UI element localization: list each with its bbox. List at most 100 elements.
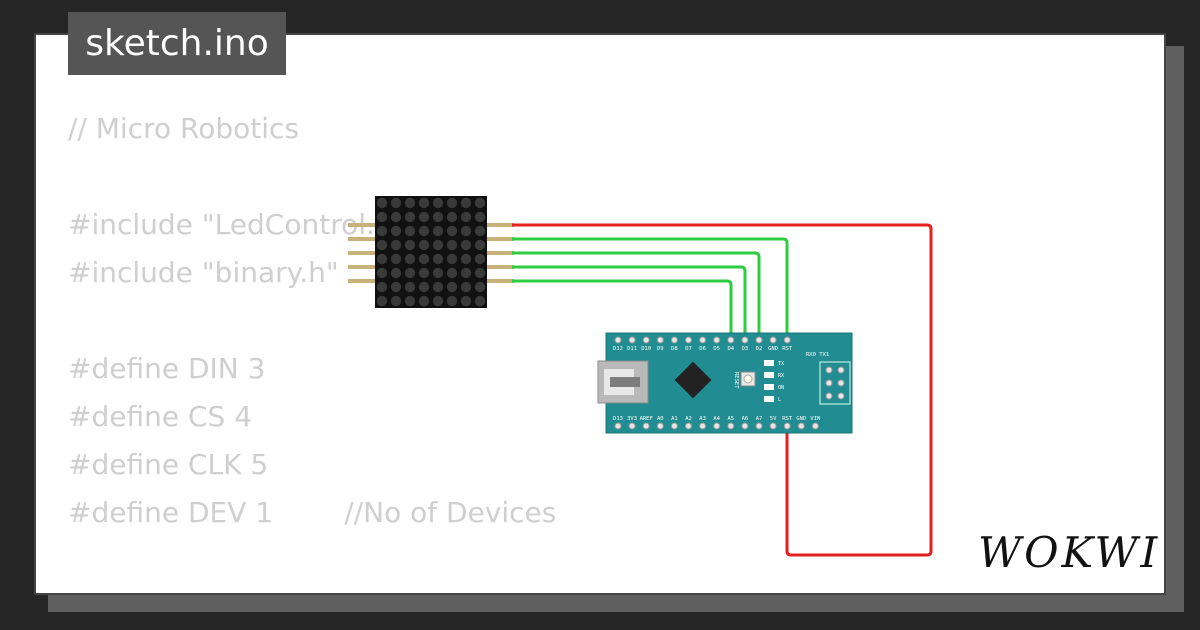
matrix-led [390,253,402,265]
code-line: // Micro Robotics [68,112,299,145]
clk-wire[interactable] [512,279,733,340]
pin-d13[interactable] [614,422,622,430]
matrix-led [460,281,472,293]
pin-d10[interactable] [642,336,650,344]
matrix-led [418,225,430,237]
pin-label: A7 [756,416,763,422]
pin-a4[interactable] [713,422,721,430]
vcc-wire[interactable] [512,223,933,557]
led-matrix[interactable] [348,196,514,308]
led-label: ON [778,385,784,391]
pin-label: RST [782,346,793,352]
rx-tx-label: RX0 TX1 [806,352,829,358]
matrix-led [446,281,458,293]
pin-label: D5 [713,346,720,352]
gnd-wire[interactable] [512,237,789,340]
matrix-led [404,267,416,279]
matrix-led [446,197,458,209]
code-line: #define CLK 5 [68,448,269,481]
pin-5v[interactable] [769,422,777,430]
pin-d11[interactable] [628,336,636,344]
led-label: RX [778,373,784,379]
pin-d3[interactable] [741,336,749,344]
pin-rst[interactable] [783,336,791,344]
pin-a1[interactable] [670,422,678,430]
pin-d8[interactable] [670,336,678,344]
pin-label: 3V3 [627,416,637,422]
matrix-led [418,211,430,223]
matrix-led [432,211,444,223]
code-line: #define DEV 1 //No of Devices [68,496,557,529]
pin-d4[interactable] [727,336,735,344]
pin-label: GND [796,416,806,422]
pin-a2[interactable] [685,422,692,430]
matrix-led [376,239,388,251]
pin-3v3[interactable] [628,422,636,430]
pin-a6[interactable] [741,422,749,430]
pin-label: A5 [727,416,734,422]
pin-a5[interactable] [727,422,735,430]
matrix-led [446,253,458,265]
pin-d12[interactable] [614,336,622,344]
matrix-led [460,225,472,237]
pin-d9[interactable] [656,336,664,344]
pin-gnd[interactable] [769,336,777,344]
pin-vin[interactable] [811,422,819,430]
matrix-led [474,225,486,237]
pin-a7[interactable] [755,422,763,430]
matrix-led [390,225,402,237]
pin-label: A1 [671,416,678,422]
din-wire[interactable] [512,251,761,340]
pin-label: D4 [727,346,734,352]
matrix-led [390,281,402,293]
matrix-led [446,239,458,251]
pin-d5[interactable] [713,336,721,344]
icsp-header [819,361,851,405]
matrix-led [460,239,472,251]
pin-rst[interactable] [783,422,791,430]
matrix-led [376,253,388,265]
wokwi-logo: WOKWI [978,528,1161,577]
matrix-led [404,295,416,307]
code-view: // Micro Robotics#include "LedControl.h"… [68,105,684,593]
matrix-led [404,197,416,209]
pin-label: GND [768,346,778,352]
usb-connector-icon [597,360,649,404]
matrix-body [375,196,487,308]
pin-d6[interactable] [699,336,707,344]
pin-d2[interactable] [755,336,763,344]
matrix-led [418,253,430,265]
matrix-led [446,295,458,307]
pin-label: D2 [756,346,763,352]
pin-label: A2 [685,416,692,422]
cs-wire[interactable] [512,265,747,340]
matrix-led [474,211,486,223]
pin-a0[interactable] [656,422,664,430]
file-tab[interactable]: sketch.ino [68,12,286,75]
pin-d7[interactable] [685,336,692,344]
matrix-led [474,267,486,279]
matrix-led [418,267,430,279]
mcu-chip [674,361,712,399]
matrix-led [474,197,486,209]
pin-label: 5V [770,416,777,422]
pin-label: D7 [685,346,692,352]
pin-gnd[interactable] [797,422,805,430]
pin-a3[interactable] [699,422,707,430]
matrix-pins [348,223,514,283]
pin-label: D6 [699,346,706,352]
reset-label: RESET [733,372,739,389]
matrix-led [460,253,472,265]
matrix-led [404,239,416,251]
reset-button[interactable] [740,371,756,387]
matrix-led [376,295,388,307]
matrix-led [404,253,416,265]
pin-aref[interactable] [642,422,650,430]
matrix-led [432,239,444,251]
pin-label: A4 [713,416,720,422]
